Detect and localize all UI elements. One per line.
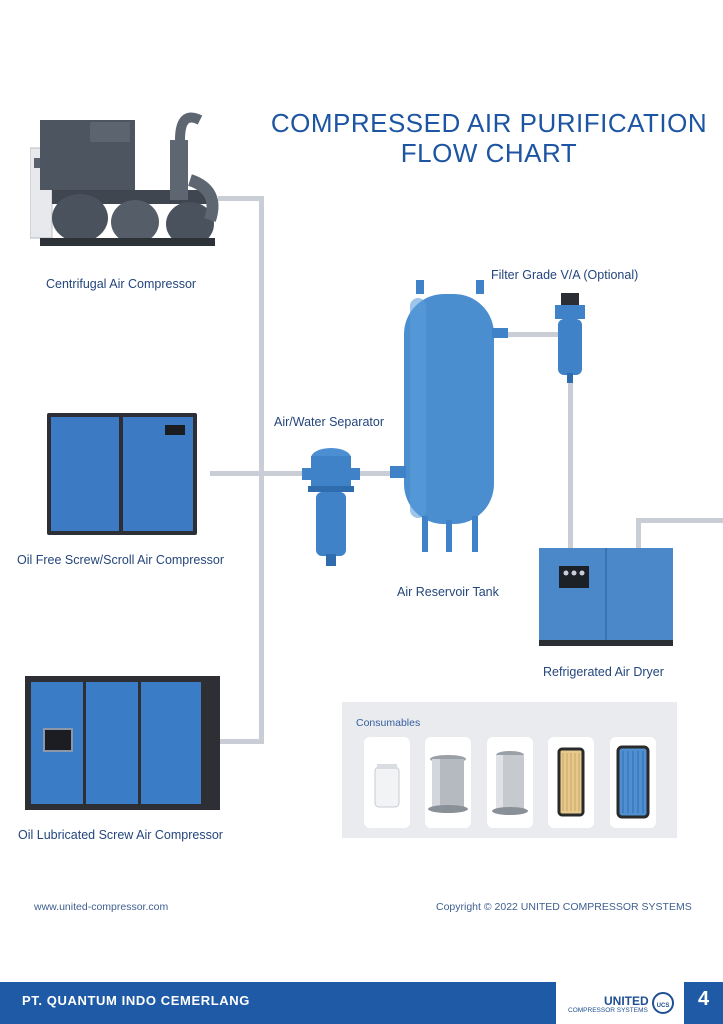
- separator-label: Air/Water Separator: [274, 415, 384, 429]
- company-name: PT. QUANTUM INDO CEMERLANG: [22, 993, 250, 1008]
- filter-grade-image: [553, 293, 587, 383]
- page-title: COMPRESSED AIR PURIFICATION FLOW CHART: [270, 108, 708, 168]
- oil-free-panel-right: [123, 417, 193, 531]
- page-number: 4: [697, 988, 710, 1010]
- oil-lubricated-compressor-label: Oil Lubricated Screw Air Compressor: [18, 828, 223, 842]
- pipe-centrifugal-horizontal: [218, 196, 264, 201]
- brand-mark-icon: UCS: [652, 992, 674, 1014]
- consumable-air-filter-blue: [610, 737, 656, 828]
- consumable-separator-element: [425, 737, 471, 828]
- refrigerated-dryer-label: Refrigerated Air Dryer: [543, 665, 664, 679]
- filter-label: Filter Grade V/A (Optional): [491, 268, 639, 282]
- oil-lubricated-compressor-image: [25, 676, 220, 810]
- pipe-oillub-horizontal: [220, 739, 264, 744]
- pipe-oilfree-horizontal: [210, 471, 310, 476]
- title-line-2: FLOW CHART: [400, 138, 578, 168]
- pipe-dryer-outlet: [636, 518, 723, 523]
- oil-free-panel-left: [51, 417, 119, 531]
- pipe-tank-filter: [508, 332, 560, 337]
- pipe-filter-dryer: [568, 380, 573, 550]
- copyright-text: Copyright © 2022 UNITED COMPRESSOR SYSTE…: [436, 901, 692, 913]
- air-reservoir-tank-image: [388, 280, 512, 558]
- consumable-separator-cartridge: [487, 737, 533, 828]
- oil-free-compressor-label: Oil Free Screw/Scroll Air Compressor: [17, 553, 224, 567]
- page-number-box: [684, 982, 723, 1024]
- consumables-panel: Consumables: [342, 702, 677, 838]
- refrigerated-dryer-image: [539, 548, 673, 646]
- title-line-1: COMPRESSED AIR PURIFICATION: [270, 108, 708, 138]
- footer-bar: [0, 982, 556, 1024]
- centrifugal-compressor-label: Centrifugal Air Compressor: [46, 277, 197, 291]
- pipe-separator-tank: [355, 471, 405, 476]
- brand-logo: UNITED COMPRESSOR SYSTEMS UCS: [556, 982, 684, 1024]
- brand-subtitle: COMPRESSOR SYSTEMS: [568, 1007, 648, 1014]
- pipe-main-vertical: [259, 196, 264, 744]
- brand-name: UNITED: [604, 994, 649, 1008]
- brand-mark-text: UCS: [656, 1003, 670, 1009]
- website-url: www.united-compressor.com: [34, 901, 169, 913]
- consumable-oil-filter: [364, 737, 410, 828]
- consumable-air-filter: [548, 737, 594, 828]
- centrifugal-compressor-image: [29, 110, 225, 250]
- consumables-title: Consumables: [356, 717, 421, 729]
- oil-free-compressor-image: [47, 413, 197, 535]
- oil-lub-panel-3: [141, 682, 201, 804]
- oil-lub-controller: [43, 728, 73, 752]
- oil-lub-panel-2: [86, 682, 138, 804]
- air-water-separator-image: [302, 442, 360, 568]
- oil-free-display: [165, 425, 185, 435]
- pipe-dryer-vertical: [636, 518, 641, 550]
- reservoir-tank-label: Air Reservoir Tank: [397, 585, 499, 599]
